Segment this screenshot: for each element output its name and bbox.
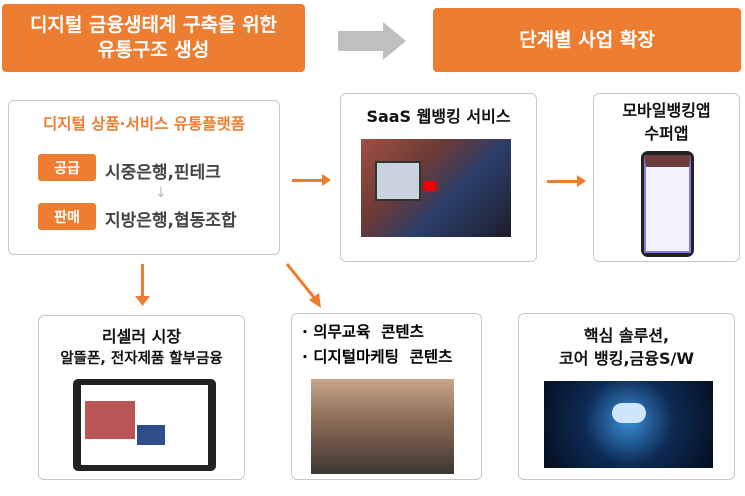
phone-image bbox=[641, 151, 694, 257]
right-banner-text: 단계별 사업 확장 bbox=[519, 28, 655, 51]
contents-line2: · 디지털마케팅 콘텐츠 bbox=[302, 348, 453, 366]
arrow-to-reseller-icon bbox=[141, 264, 144, 298]
sales-tag: 판매 bbox=[38, 203, 96, 230]
classroom-photo bbox=[311, 379, 454, 474]
left-banner-line2: 유통구조 생성 bbox=[97, 39, 210, 61]
left-banner-line1: 디지털 금융생태계 구축을 위한 bbox=[29, 14, 278, 36]
arrow-head-icon bbox=[135, 296, 150, 306]
reseller-subtitle: 알뜰폰, 전자제품 할부금융 bbox=[60, 351, 223, 367]
laptop-image bbox=[73, 379, 216, 471]
cloud-icon bbox=[612, 403, 646, 423]
mobile-title-line2: 수퍼앱 bbox=[644, 124, 689, 143]
reseller-box: 리셀러 시장 알뜰폰, 전자제품 할부금융 bbox=[38, 315, 245, 480]
reseller-title: 리셀러 시장 bbox=[101, 327, 182, 346]
down-arrow-icon: ↓ bbox=[155, 185, 167, 201]
arrow-to-mobile-icon bbox=[547, 175, 586, 187]
sales-text: 지방은행,협동조합 bbox=[105, 211, 237, 231]
mobile-title-line1: 모바일뱅킹앱 bbox=[622, 101, 711, 120]
contents-box: · 의무교육 콘텐츠 · 디지털마케팅 콘텐츠 bbox=[291, 313, 482, 480]
saas-photo bbox=[361, 139, 511, 237]
left-banner: 디지털 금융생태계 구축을 위한 유통구조 생성 bbox=[2, 4, 305, 72]
platform-box: 디지털 상품·서비스 유통플랫폼 공급 시중은행,핀테크 ↓ 판매 지방은행,협… bbox=[8, 100, 280, 255]
supply-tag: 공급 bbox=[38, 154, 96, 181]
arrow-to-contents-icon bbox=[285, 263, 321, 308]
platform-title: 디지털 상품·서비스 유통플랫폼 bbox=[42, 115, 246, 133]
saas-box: SaaS 웹뱅킹 서비스 bbox=[340, 93, 537, 262]
core-title-line1: 핵심 솔루션, bbox=[583, 326, 670, 345]
arrow-to-saas-icon bbox=[292, 174, 331, 186]
core-title-line2: 코어 뱅킹,금융S/W bbox=[559, 349, 694, 368]
cloud-banking-image bbox=[544, 381, 713, 468]
supply-text: 시중은행,핀테크 bbox=[105, 163, 221, 183]
right-banner: 단계별 사업 확장 bbox=[433, 8, 741, 72]
mobile-box: 모바일뱅킹앱 수퍼앱 bbox=[593, 93, 740, 262]
contents-line1: · 의무교육 콘텐츠 bbox=[302, 323, 424, 341]
play-icon[interactable] bbox=[423, 181, 437, 191]
big-right-arrow-icon bbox=[338, 22, 406, 60]
saas-title: SaaS 웹뱅킹 서비스 bbox=[366, 107, 511, 126]
core-box: 핵심 솔루션, 코어 뱅킹,금융S/W bbox=[518, 313, 735, 480]
